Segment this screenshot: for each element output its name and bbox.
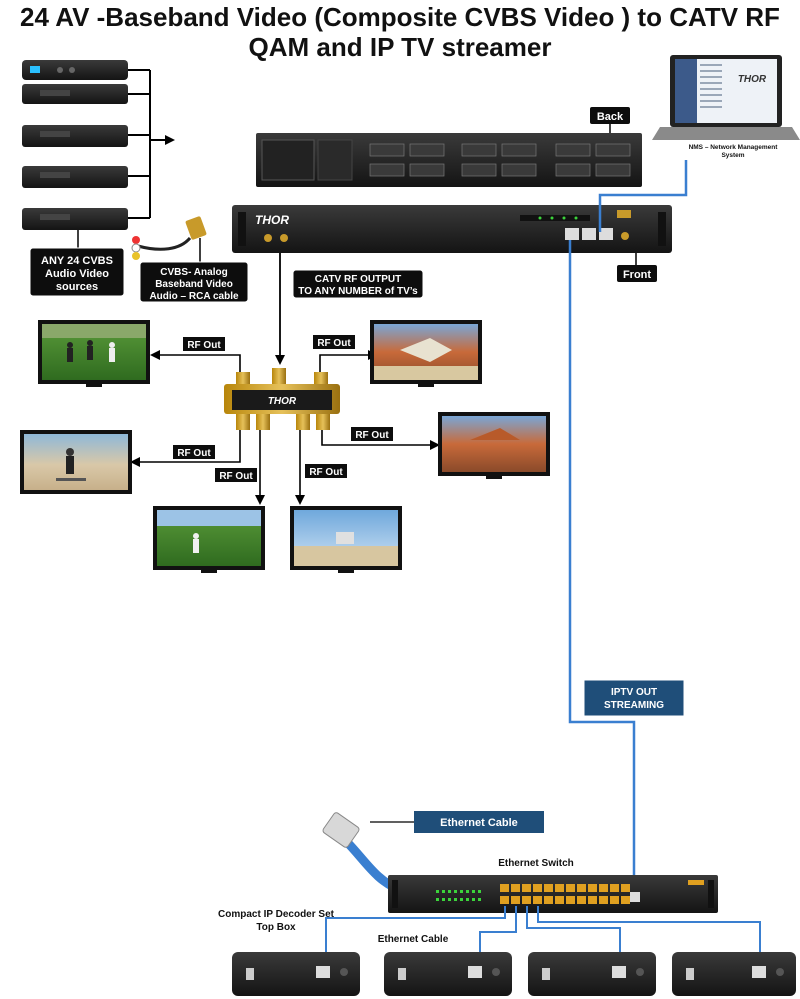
- source-box-5: [22, 208, 128, 230]
- rf-out-label-6: RF Out: [305, 464, 347, 478]
- ethernet-cable-label-text: Ethernet Cable: [440, 817, 518, 829]
- back-label: Back: [590, 107, 630, 133]
- rf-out-text-2: RF Out: [317, 338, 351, 349]
- decoder-label-line1: Compact IP Decoder Set: [218, 909, 335, 920]
- nms-network-cable: [598, 160, 688, 232]
- ethernet-cable-label: Ethernet Cable: [370, 811, 544, 833]
- sources-label-line1: ANY 24 CVBS: [41, 255, 113, 267]
- iptv-label: IPTV OUT STREAMING: [583, 679, 685, 717]
- rf-output-lines: [140, 354, 430, 495]
- rf-out-label-1: RF Out: [183, 337, 225, 351]
- decoder-box-1: [232, 952, 360, 996]
- back-label-text: Back: [597, 111, 624, 123]
- decoder-box-2: [384, 952, 512, 996]
- rf-out-text-1: RF Out: [187, 340, 221, 351]
- nms-label-line1: NMS – Network Management: [689, 144, 779, 151]
- rf-output-arrows: [130, 350, 440, 505]
- ethernet-switch-label: Ethernet Switch: [498, 858, 574, 869]
- source-arrow-icon: [165, 135, 175, 145]
- rf-out-text-6: RF Out: [309, 467, 343, 478]
- catv-label: CATV RF OUTPUT TO ANY NUMBER of TV’s: [292, 269, 424, 299]
- tv-lifeguard-beach: [290, 506, 402, 573]
- catv-feed-line: [275, 253, 285, 365]
- rf-out-text-5: RF Out: [219, 471, 253, 482]
- rca-label-line2: Baseband Video: [155, 279, 233, 290]
- front-thor-logo: THOR: [255, 213, 289, 227]
- source-boxes: [22, 60, 175, 248]
- front-label: Front: [617, 253, 657, 282]
- nms-label: NMS – Network Management System: [689, 144, 779, 159]
- source-box-3: [22, 125, 128, 147]
- source-bracket-lines: [128, 69, 165, 219]
- rf-out-label-5: RF Out: [215, 468, 257, 482]
- tv-soccer: [38, 320, 150, 387]
- rf-out-label-4: RF Out: [173, 445, 215, 459]
- tv-canyon: [438, 412, 550, 479]
- catv-label-line2: TO ANY NUMBER of TV’s: [298, 286, 418, 297]
- source-box-1: [22, 60, 128, 80]
- tv-field: [153, 506, 265, 573]
- iptv-label-line2: STREAMING: [604, 700, 664, 711]
- ethernet-switch: [388, 875, 718, 913]
- decoder-label-line2: Top Box: [256, 922, 296, 933]
- title-line-1: 24 AV -Baseband Video (Composite CVBS Vi…: [20, 2, 780, 32]
- front-label-text: Front: [623, 269, 651, 281]
- rca-label-line1: CVBS- Analog: [160, 267, 227, 278]
- laptop-thor-logo: THOR: [738, 74, 767, 85]
- encoder-back-panel: [256, 133, 642, 187]
- iptv-network-cable: [568, 240, 636, 882]
- encoder-front-panel: THOR: [232, 205, 672, 253]
- nms-laptop: THOR: [652, 55, 800, 140]
- rf-out-label-3: RF Out: [351, 427, 393, 441]
- decoder-box-4: [672, 952, 796, 996]
- rf-out-text-3: RF Out: [355, 430, 389, 441]
- tv-skateboard: [20, 430, 132, 494]
- sources-label: ANY 24 CVBS Audio Video sources: [29, 247, 125, 297]
- decoder-network-cables: [325, 906, 761, 958]
- iptv-label-line1: IPTV OUT: [611, 687, 657, 698]
- title-line-2: QAM and IP TV streamer: [248, 32, 552, 62]
- rca-label-line3: Audio – RCA cable: [149, 291, 239, 302]
- diagram-title: 24 AV -Baseband Video (Composite CVBS Vi…: [0, 2, 800, 62]
- catv-label-line1: CATV RF OUTPUT: [315, 274, 401, 285]
- rf-splitter: THOR: [224, 368, 340, 430]
- sources-label-line3: sources: [56, 281, 98, 293]
- rca-label: CVBS- Analog Baseband Video Audio – RCA …: [139, 261, 249, 303]
- nms-label-line2: System: [721, 152, 744, 159]
- splitter-thor-logo: THOR: [268, 396, 297, 407]
- decoder-box-3: [528, 952, 656, 996]
- source-box-4: [22, 166, 128, 188]
- ethernet-cable-label-2: Ethernet Cable: [378, 934, 449, 945]
- rf-out-label-2: RF Out: [313, 335, 355, 349]
- sources-label-line2: Audio Video: [45, 268, 109, 280]
- rca-cable-icon: [131, 216, 207, 262]
- source-box-2: [22, 84, 128, 104]
- tv-beach-boat: [370, 320, 482, 387]
- rf-out-text-4: RF Out: [177, 448, 211, 459]
